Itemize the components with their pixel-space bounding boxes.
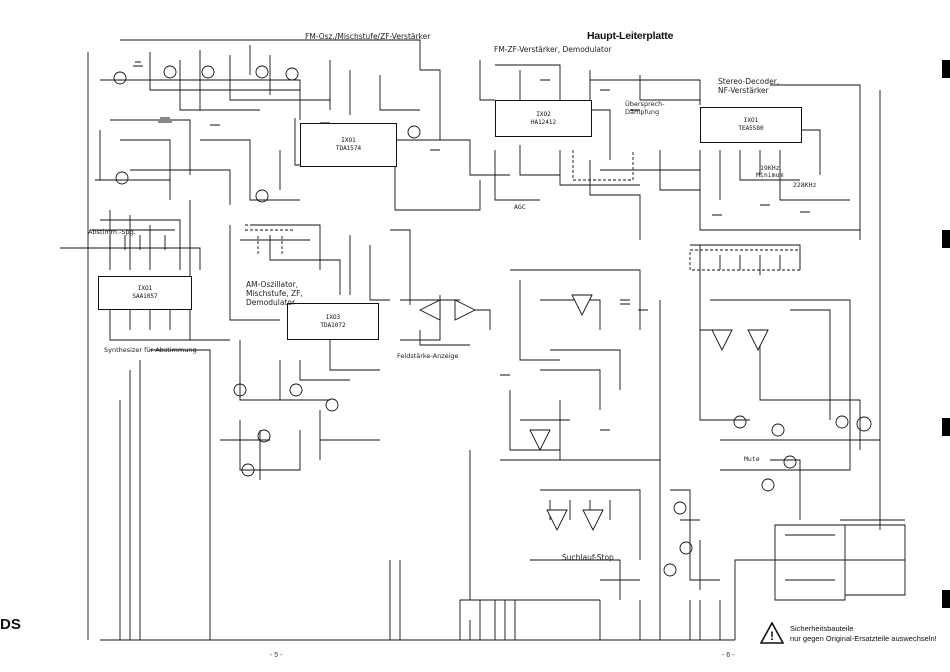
warning-line-2: nur gegen Original-Ersatzteile auswechse… [790,634,937,643]
ic-part: TEA5580 [738,125,764,132]
ic-ref: IXO1 [341,137,356,144]
label-agc: AGC [514,203,526,211]
label-fm-zf: FM-ZF-Verstärker, Demodulator [494,45,612,54]
label-am-1: AM-Oszillator, [246,280,299,289]
ic-part: TDA1072 [320,321,346,329]
label-abstimm: Abstimm.-Spg. [88,228,136,236]
ic-ref: IXO1 [137,285,153,292]
ic-ref: IXO1 [743,117,759,124]
label-fm-osc: FM-Osz./Mischstufe/ZF-Verstärker [305,32,431,41]
edge-mark [942,590,950,608]
edge-mark [942,418,950,436]
label-mute: Mute [744,455,760,463]
page-number-left: - 5 - [270,652,283,659]
label-feldstaerke: Feldstärke-Anzeige [397,352,459,360]
edge-mark [942,230,950,248]
ic-part: SAA1057 [132,293,158,300]
label-stereo-1: Stereo-Decoder, [718,77,780,86]
page-number-right: - 6 - [722,652,735,659]
label-228khz: 228KHz [793,181,817,189]
corner-mark: DS [0,616,21,633]
warning-icon: ! [760,622,784,644]
label-am-3: Demodulator [246,298,296,307]
ic-part: HA12412 [530,118,557,126]
ic-ref: IXO3 [325,313,341,321]
warning-line-1: Sicherheitsbauteile [790,624,854,633]
label-synthesizer: Synthesizer für Abstimmung [104,346,197,354]
label-uebersprech-2: Dämpfung [625,108,660,116]
label-uebersprech-1: Übersprech- [625,100,665,108]
label-am-2: Mischstufe, ZF, [246,289,303,298]
page-title: Haupt-Leiterplatte [587,30,674,42]
label-minimum: Minimum [756,171,784,179]
label-pilot: 19KHz [760,164,780,172]
label-stereo-2: NF-Verstärker [718,86,769,95]
svg-text:!: ! [770,629,774,643]
ic-ref: IXO2 [536,110,551,118]
label-suchlauf: Suchlauf-Stop [562,553,614,562]
edge-mark [942,60,950,78]
ic-part: TDA1574 [335,145,362,152]
